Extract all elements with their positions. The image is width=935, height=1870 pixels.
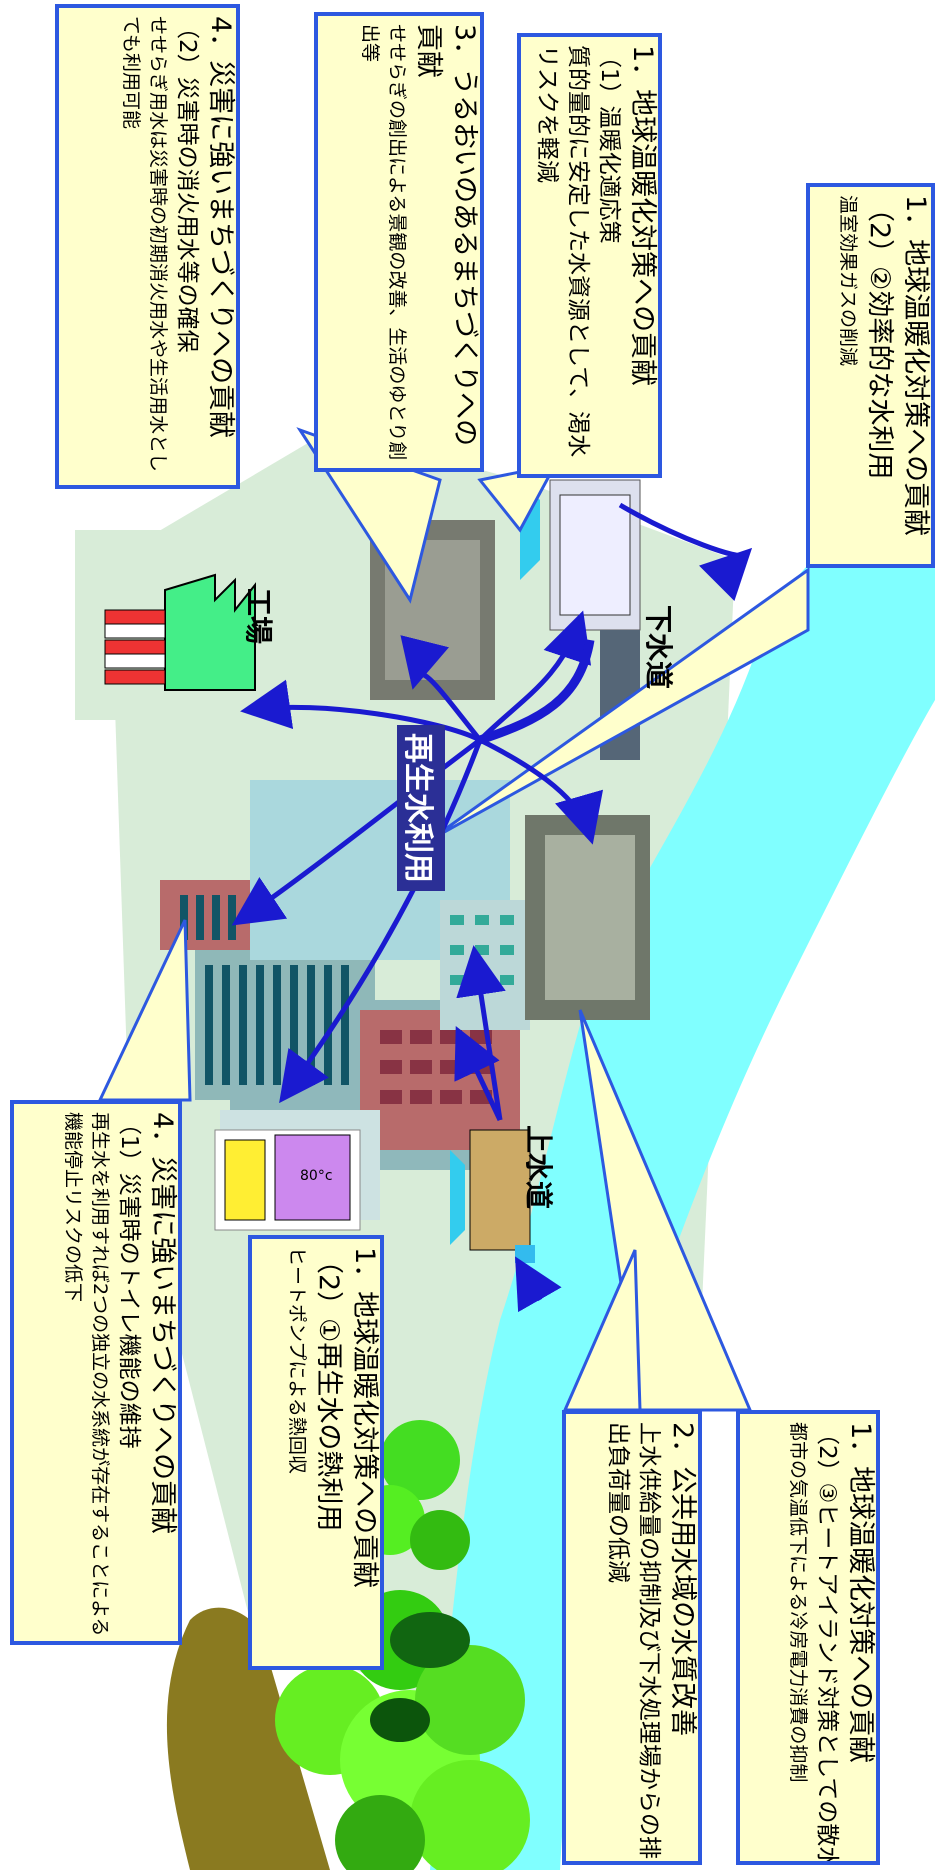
callout-title: 2．公共用水域の水質改善	[667, 1422, 698, 1737]
callout-title: 4．災害に強いまちづくりへの貢献	[147, 1112, 178, 1535]
callout-title: 1．地球温暖化対策への貢献	[845, 1422, 876, 1764]
factory-illustration	[104, 573, 256, 691]
callout-subtitle: （2）災害時の消火用水等の確保	[174, 16, 200, 353]
forest	[166, 1420, 530, 1870]
callout-subtitle: （2）①再生水の熱利用	[313, 1247, 344, 1532]
sewage-plant-illustration	[520, 479, 641, 760]
callout-title: 3．うるおいのあるまちづくりへの貢献	[413, 24, 480, 447]
callout-subtitle: （2）②効率的な水利用	[864, 195, 895, 480]
callout-title: 1．地球温暖化対策への貢献	[349, 1247, 380, 1589]
callout-warming-adapt: 1．地球温暖化対策への貢献 （1）温暖化適応策 質的量的に安定した水資源として、…	[517, 33, 662, 478]
callout-warming-heat: 1．地球温暖化対策への貢献 （2）①再生水の熱利用 ヒートポンプによる熱回収	[248, 1235, 384, 1670]
callout-title: 4．災害に強いまちづくりへの貢献	[205, 16, 236, 439]
callout-description: 温室効果ガスの削減	[837, 195, 859, 367]
callout-description: せせらぎの創出による景観の改善、生活のゆとり創出等	[359, 24, 408, 461]
callout-description: 都市の気温低下による冷房電力消費の抑制	[787, 1422, 809, 1783]
sewer-label: 下水道	[642, 605, 675, 690]
svg-text:80°c: 80°c	[300, 1168, 333, 1184]
factory-label: 工場	[242, 588, 275, 645]
callout-amenity: 3．うるおいのあるまちづくりへの貢献 せせらぎの創出による景観の改善、生活のゆと…	[314, 12, 484, 472]
callout-warming-efficient: 1．地球温暖化対策への貢献 （2）②効率的な水利用 温室効果ガスの削減	[806, 183, 935, 568]
recycled-water-banner: 再生水利用	[397, 725, 445, 891]
callout-title: 1．地球温暖化対策への貢献	[627, 45, 658, 387]
callout-disaster-toilet: 4．災害に強いまちづくりへの貢献 （1）災害時のトイレ機能の維持 再生水を利用す…	[10, 1100, 182, 1645]
callout-subtitle: （2）③ヒートアイランド対策としての散水	[814, 1422, 840, 1865]
callout-description: 再生水を利用すれば2つの独立の水系統が存在することによる機能停止リスクの低下	[62, 1112, 111, 1637]
callout-description: 上水供給量の抑制及び下水処理場からの排出負荷量の低減	[605, 1422, 662, 1859]
river	[430, 470, 935, 1870]
callout-title: 1．地球温暖化対策への貢献	[900, 195, 931, 537]
callout-description: 質的量的に安定した水資源として、渇水リスクを軽減	[534, 45, 591, 458]
callout-warming-heat-island: 1．地球温暖化対策への貢献 （2）③ヒートアイランド対策としての散水 都市の気温…	[736, 1410, 880, 1865]
callout-subtitle: （1）温暖化適応策	[596, 45, 622, 244]
callout-water-quality: 2．公共用水域の水質改善 上水供給量の抑制及び下水処理場からの排出負荷量の低減	[562, 1410, 702, 1865]
callout-description: せせらぎ用水は災害時の初期消火用水や生活用水としても利用可能	[120, 16, 169, 473]
water-plant-illustration	[450, 1129, 535, 1263]
water-supply-label: 上水道	[522, 1125, 555, 1210]
callout-description: ヒートポンプによる熱回収	[286, 1247, 308, 1474]
callout-disaster-fire: 4．災害に強いまちづくりへの貢献 （2）災害時の消火用水等の確保 せせらぎ用水は…	[55, 4, 240, 489]
heat-pump-illustration: 80°c	[214, 1129, 361, 1231]
flow-arrows	[231, 502, 753, 1313]
callout-subtitle: （1）災害時のトイレ機能の維持	[116, 1112, 142, 1449]
